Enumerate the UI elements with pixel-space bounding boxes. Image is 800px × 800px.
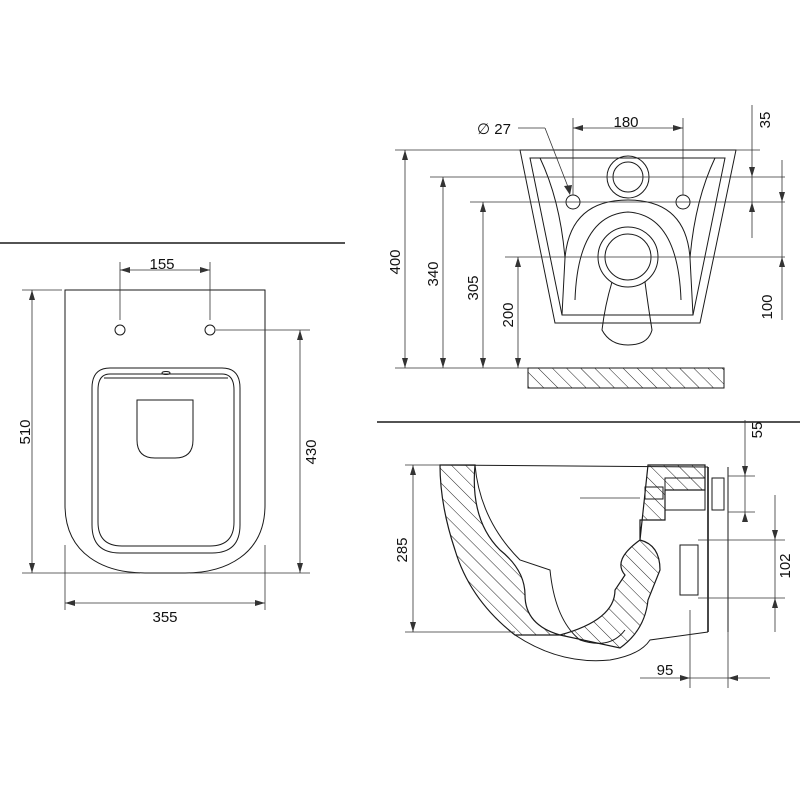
bowl-interior — [474, 464, 626, 644]
inlet-offset-label: 55 — [749, 422, 766, 439]
bolt-height-label: 305 — [465, 275, 482, 300]
inlet-flange — [711, 477, 725, 511]
outlet-pipe — [679, 544, 699, 596]
outlet-offset-label: 100 — [759, 294, 776, 319]
bowl-height-label: 285 — [394, 537, 411, 562]
outlet-height-label: 200 — [500, 302, 517, 327]
rear-cavity — [539, 157, 716, 316]
outlet-height-label: 102 — [777, 553, 794, 578]
rear-height-label: 400 — [387, 249, 404, 274]
seat-hinge-knob — [161, 371, 171, 375]
bowl-opening — [136, 399, 194, 459]
rear-arch — [574, 211, 682, 301]
inlet-height-label: 340 — [425, 261, 442, 286]
rear-outline — [519, 149, 737, 324]
side-view: 55 285 102 95 — [377, 420, 800, 688]
inlet-pipe — [664, 477, 706, 511]
inlet-spud — [644, 486, 664, 500]
outlet-depth-label: 95 — [657, 662, 674, 679]
bowl-outline — [64, 289, 266, 574]
rear-view: ∅ 27 180 400 340 305 200 — [387, 105, 785, 389]
top-offset-label: 35 — [757, 112, 774, 129]
overall-length-label: 510 — [17, 419, 34, 444]
floor-block — [527, 367, 725, 389]
side-section-rear — [559, 464, 706, 649]
mounting-hole-left — [114, 324, 126, 336]
hole-spacing-label: 155 — [149, 256, 174, 273]
side-outer-profile — [439, 464, 709, 662]
bolt-spacing-label: 180 — [613, 114, 638, 131]
hole-to-front-label: 430 — [303, 439, 320, 464]
hole-diameter-label: ∅ 27 — [477, 121, 511, 138]
seat-outline — [91, 367, 241, 554]
mounting-hole-right — [204, 324, 216, 336]
side-section-body — [439, 464, 561, 636]
front-view: 155 510 430 355 — [0, 242, 345, 626]
waste-spigot — [601, 281, 653, 346]
seat-inner-edge — [97, 373, 235, 547]
overall-width-label: 355 — [152, 609, 177, 626]
rear-inner-outline — [529, 157, 726, 316]
